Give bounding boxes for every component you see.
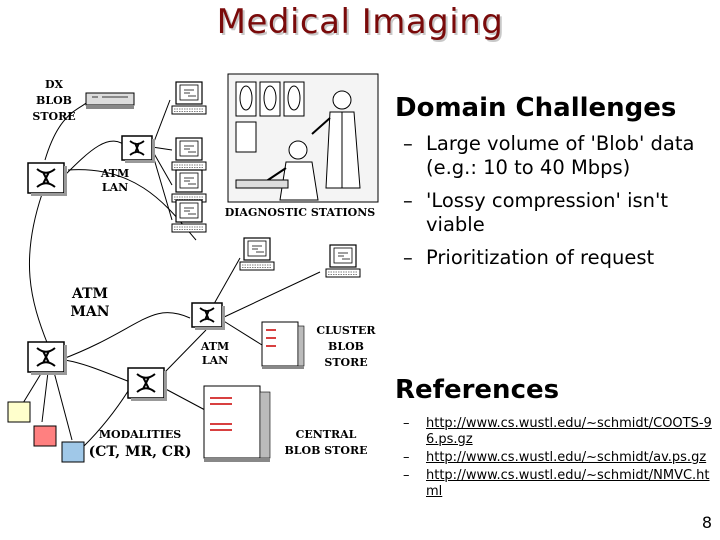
workstation-icon [325,244,361,278]
list-item: –http://www.cs.wustl.edu/~schmidt/av.ps.… [403,450,707,465]
svg-text:BLOB: BLOB [328,340,364,353]
svg-text:BLOB: BLOB [36,94,72,107]
atm-man-label: ATM MAN [70,286,109,320]
svg-text:ATM: ATM [71,286,108,302]
svg-text:BLOB STORE: BLOB STORE [285,444,368,457]
svg-text:LAN: LAN [102,181,128,194]
central-blob-store-device [203,385,271,462]
svg-text:(CT, MR, CR): (CT, MR, CR) [89,444,192,460]
central-blob-store-label: CENTRAL BLOB STORE [285,428,368,457]
dx-blob-store-device [85,92,135,109]
workstation-icon [239,237,275,271]
references-list: –http://www.cs.wustl.edu/~schmidt/COOTS-… [395,416,715,500]
reference-link-av[interactable]: http://www.cs.wustl.edu/~schmidt/av.ps.g… [426,450,707,465]
svg-text:MAN: MAN [70,304,109,320]
domain-challenges-section: Domain Challenges –Large volume of 'Blob… [395,92,715,279]
slide-title: Medical Imaging [216,2,504,42]
cluster-blob-store-label: CLUSTER BLOB STORE [316,324,376,369]
medical-imaging-network-diagram: DX BLOB STORE ATM LAN ATM MAN DIAGNOSTI [7,73,379,463]
list-item: –http://www.cs.wustl.edu/~schmidt/NMVC.h… [403,468,710,499]
list-item: –Large volume of 'Blob' data (e.g.: 10 t… [403,132,695,179]
svg-text:CLUSTER: CLUSTER [316,324,376,337]
reference-link-nmvc[interactable]: http://www.cs.wustl.edu/~schmidt/NMVC.ht… [426,468,710,499]
central-switch-icon [127,367,168,402]
svg-text:MODALITIES: MODALITIES [99,428,181,441]
diagnostic-stations-label: DIAGNOSTIC STATIONS [225,206,376,219]
atm-lan-bottom-switch-icon [191,302,226,331]
atm-lan-top-label: ATM LAN [100,167,129,194]
challenges-list: –Large volume of 'Blob' data (e.g.: 10 t… [395,132,715,270]
reference-link-coots[interactable]: http://www.cs.wustl.edu/~schmidt/COOTS-9… [426,416,712,447]
atm-man-switch-icon [27,162,68,197]
workstation-icon [171,137,207,171]
svg-text:LAN: LAN [202,354,228,367]
modality-switch-icon [27,341,68,376]
svg-text:CENTRAL: CENTRAL [296,428,357,441]
page-number: 8 [701,513,712,532]
svg-text:DX: DX [45,78,64,91]
dx-blob-store-label: DX BLOB STORE [32,78,75,123]
svg-text:ATM: ATM [100,167,129,180]
network-links [19,99,321,447]
list-item: –http://www.cs.wustl.edu/~schmidt/COOTS-… [403,416,712,447]
radiologists-illustration [227,73,379,203]
references-section: References –http://www.cs.wustl.edu/~sch… [395,374,715,502]
atm-lan-top-switch-icon [121,135,156,164]
list-item: –'Lossy compression' isn't viable [403,189,669,236]
references-heading: References [395,375,560,405]
svg-text:STORE: STORE [32,110,75,123]
list-item: –Prioritization of request [403,246,655,269]
modalities-label: MODALITIES (CT, MR, CR) [89,428,192,460]
cluster-blob-store-device [261,321,305,369]
workstation-icon [171,199,207,233]
domain-challenges-heading: Domain Challenges [395,93,677,123]
svg-text:ATM: ATM [200,340,229,353]
modalities-devices [7,401,85,463]
workstation-icon [171,81,207,115]
atm-lan-bottom-label: ATM LAN [200,340,229,367]
svg-text:STORE: STORE [324,356,367,369]
workstation-icon [171,169,207,203]
